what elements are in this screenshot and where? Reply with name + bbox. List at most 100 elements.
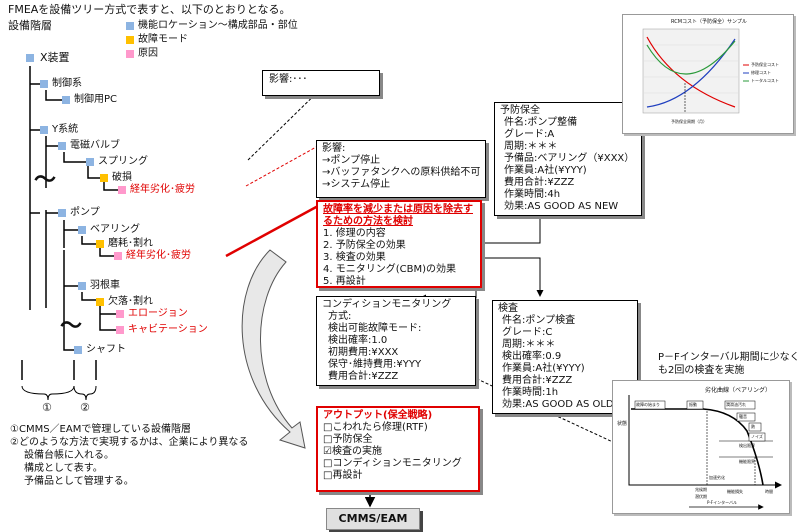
node-root-swatch	[26, 54, 34, 62]
pf-label-heat: 熱	[751, 424, 755, 429]
node-cavitation: キャビテーション	[128, 324, 208, 335]
node-pump: ポンプ	[70, 207, 100, 218]
bracket-label-1: ①	[42, 401, 52, 414]
method-title-1: 故障率を減少または原因を除去す	[323, 204, 473, 215]
inspection-line-5: 検出確率:0.9	[502, 351, 562, 362]
node-control: 制御系	[52, 78, 82, 89]
pf-label-time: 時間	[765, 489, 773, 494]
node-root: X装置	[40, 51, 70, 64]
influence-top-box: 影響:･･･	[262, 70, 380, 96]
preventive-line-3: グレード:A	[504, 129, 555, 140]
node-aging1-swatch	[118, 186, 126, 194]
node-chip: 欠落･割れ	[108, 296, 153, 307]
influence-line-1: →ポンプ停止	[322, 155, 381, 166]
footnote-3: 設備台帳に入れる。	[24, 450, 114, 461]
footnote-5: 予備品として管理する。	[24, 476, 134, 487]
influence-line-2: →バッファタンクへの原料供給不可	[322, 167, 481, 178]
inspection-line-7: 費用合計:¥ZZZ	[502, 375, 573, 386]
pf-ylabel: 状態	[617, 421, 628, 427]
cost-legend-2: 修理コスト	[751, 70, 771, 75]
footnote-2: ②どのような方法で実現するかは、企業により異なる	[10, 437, 249, 448]
output-item-preventive: □予防保全	[323, 434, 373, 445]
pf-label-accel: 加速劣化	[709, 475, 725, 480]
preventive-line-9: 効果:AS GOOD AS NEW	[504, 201, 619, 212]
node-cavitation-swatch	[116, 326, 124, 334]
preventive-line-2: 件名:ポンプ整備	[504, 117, 578, 128]
node-spring-swatch	[86, 158, 94, 166]
condition-line-1: コンディションモニタリング	[322, 299, 452, 310]
output-item-rtf: □こわれたら修理(RTF)	[323, 422, 428, 433]
preventive-line-5: 予備品:ベアリング（¥XXX）	[504, 153, 635, 164]
node-y-system-swatch	[40, 126, 48, 134]
hierarchy-label: 設備階層	[8, 19, 52, 32]
node-y-system: Y系統	[52, 124, 79, 135]
cost-chart: RCMコスト（予防保全）サンプル 予防保全コスト 修理コスト トータルコスト 予…	[622, 14, 794, 134]
inspection-line-4: 周期:＊＊＊	[502, 339, 556, 350]
wave-symbol-2: ～	[60, 314, 83, 339]
node-aging2-swatch	[114, 252, 122, 260]
influence-line-3: →システム停止	[322, 179, 391, 190]
node-control-swatch	[40, 80, 48, 88]
footnote-1: ①CMMS／EAMで管理している設備階層	[10, 424, 192, 435]
method-item-2: 2. 予防保全の効果	[323, 240, 406, 251]
node-bearing-swatch	[78, 226, 86, 234]
pf-label-function-limit: 機能限界	[739, 459, 755, 464]
pf-label-start: 故障の始まり	[636, 402, 660, 407]
pf-label-oil: 潤滑油汚れ	[726, 402, 746, 407]
node-wear: 磨耗･割れ	[108, 238, 153, 249]
node-pump-swatch	[58, 209, 66, 217]
node-impeller: 羽根車	[90, 280, 120, 291]
pf-label-sign: 兆候期	[695, 487, 707, 492]
pf-note-line-2: も2回の検査を実施	[658, 365, 745, 376]
influence-top-text: 影響:･･･	[269, 74, 308, 85]
condition-line-2: 方式:	[328, 311, 352, 322]
condition-line-6: 保守･維持費用:¥YYY	[328, 359, 422, 370]
inspection-line-3: グレード:C	[502, 327, 553, 338]
pf-label-noise2: ノイズ	[751, 434, 763, 439]
node-impeller-swatch	[78, 282, 86, 290]
node-solenoid: 電磁バルブ	[70, 140, 120, 151]
legend-blue-swatch	[126, 22, 134, 30]
method-title-2: るための方法を検討	[323, 216, 413, 227]
output-item-inspection: ☑検査の実施	[323, 446, 382, 457]
preventive-line-6: 作業員:A社(¥YYY)	[504, 165, 587, 176]
output-item-redesign: □再設計	[323, 470, 363, 481]
wave-symbol-1: ～	[34, 168, 57, 193]
preventive-line-7: 費用合計:¥ZZZ	[504, 177, 575, 188]
condition-box: コンディションモニタリング 方式: 検出可能故障モード: 検出確率:1.0 初期…	[316, 296, 476, 386]
condition-line-7: 費用合計:¥ZZZ	[328, 371, 399, 382]
legend-pink-swatch	[126, 50, 134, 58]
page-title: FMEAを設備ツリー方式で表すと、以下のとおりとなる。	[8, 3, 291, 16]
inspection-line-9: 効果:AS GOOD AS OLD	[502, 399, 614, 410]
method-item-1: 1. 修理の内容	[323, 228, 386, 239]
node-aging1: 経年劣化･疲労	[130, 184, 195, 195]
node-control-pc: 制御用PC	[74, 94, 118, 105]
output-box: アウトプット(保全戦略) □こわれたら修理(RTF) □予防保全 ☑検査の実施 …	[316, 406, 480, 492]
method-item-3: 3. 検査の効果	[323, 252, 386, 263]
method-item-5: 5. 再設計	[323, 276, 366, 287]
condition-line-4: 検出確率:1.0	[328, 335, 388, 346]
cost-legend-1: 予防保全コスト	[751, 62, 779, 67]
node-spring: スプリング	[98, 156, 148, 167]
method-box: 故障率を減少または原因を除去す るための方法を検討 1. 修理の内容 2. 予防…	[316, 200, 482, 288]
inspection-line-8: 作業時間:1h	[502, 387, 559, 398]
node-solenoid-swatch	[58, 142, 66, 150]
cost-chart-xlabel: 予防保全周期（月）	[671, 119, 707, 124]
output-title: アウトプット(保全戦略)	[323, 410, 433, 421]
legend-item-cause: 原因	[138, 48, 158, 59]
pf-chart-title: 劣化曲線（ベアリング）	[705, 387, 772, 394]
node-erosion-swatch	[116, 310, 124, 318]
output-item-condition: □コンディションモニタリング	[323, 458, 462, 469]
node-shaft-swatch	[74, 346, 82, 354]
cost-chart-title: RCMコスト（予防保全）サンプル	[671, 19, 747, 25]
node-damage-swatch	[100, 174, 108, 182]
pf-label-noise: 騒音	[739, 414, 747, 419]
preventive-box: 予防保全 件名:ポンプ整備 グレード:A 周期:＊＊＊ 予備品:ベアリング（¥X…	[494, 102, 642, 216]
method-item-4: 4. モニタリング(CBM)の効果	[323, 264, 456, 275]
pf-label-detect-limit: 検出限界	[739, 443, 755, 448]
pf-label-loss: 機能損失	[727, 489, 743, 494]
preventive-line-8: 作業時間:4h	[504, 189, 561, 200]
inspection-line-2: 件名:ポンプ検査	[502, 315, 576, 326]
pf-note-line-1: P－Fインターバル期間に少なくと	[658, 352, 800, 363]
node-shaft: シャフト	[86, 344, 126, 355]
